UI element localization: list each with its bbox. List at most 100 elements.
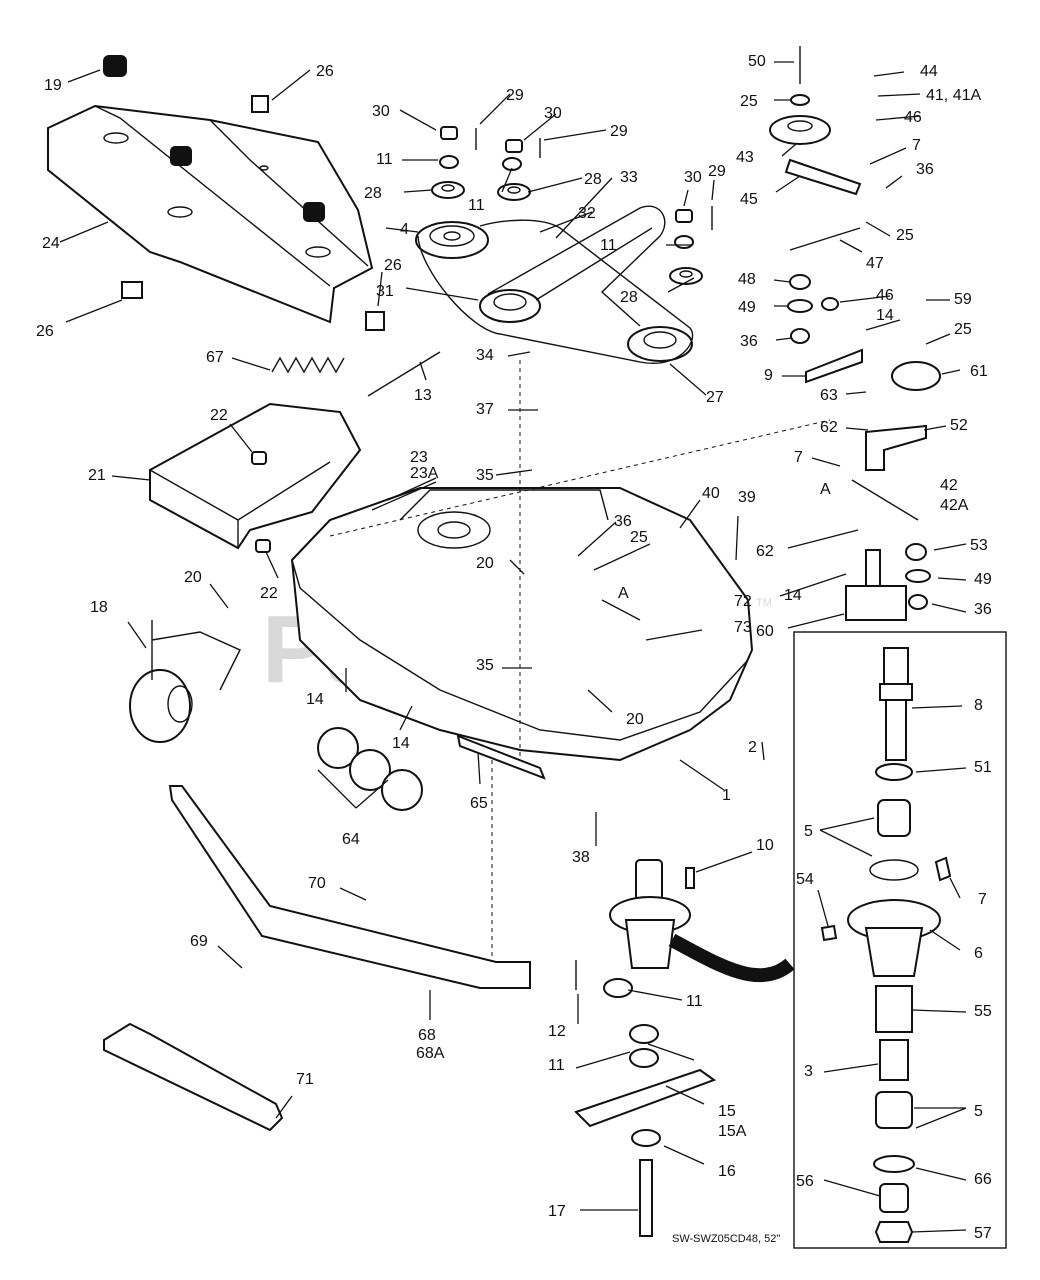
callout: 36 (740, 333, 758, 350)
wing-nut-26-right (365, 311, 385, 331)
callout: 7 (912, 137, 921, 154)
callout: 70 (308, 875, 326, 892)
callout: 54 (796, 871, 814, 888)
arm-45 (784, 158, 862, 196)
callout: 36 (916, 161, 934, 178)
weight-64 (349, 749, 391, 791)
callout: 59 (954, 291, 972, 308)
callout: 50 (748, 53, 766, 70)
knob-icon (303, 202, 325, 222)
spacer-11 (674, 235, 694, 249)
caster-wheel (129, 620, 241, 743)
hub-56 (879, 1183, 909, 1213)
callout: 68 (418, 1027, 436, 1044)
bearing-5-lower (875, 1091, 913, 1129)
callout: 25 (740, 93, 758, 110)
callout: 29 (506, 87, 524, 104)
sleeve-55 (875, 985, 913, 1033)
callout: 23 (410, 449, 428, 466)
washer-49 (787, 299, 813, 313)
bolts-29 (475, 128, 713, 230)
fitting-7-icon (934, 856, 952, 882)
callout: 11 (548, 1057, 565, 1074)
callout: 35 (476, 657, 494, 674)
spacer-11-lower (629, 1024, 659, 1044)
callout: 45 (740, 191, 758, 208)
callout: 61 (970, 363, 988, 380)
washer-25 (790, 94, 810, 106)
callout: 9 (764, 367, 773, 384)
callout: 11 (686, 993, 703, 1010)
bolt-54-icon (820, 924, 838, 942)
callout: 29 (708, 163, 726, 180)
rod-47 (789, 227, 861, 251)
callout: 39 (738, 489, 756, 506)
nut-22 (251, 451, 267, 465)
callout: 28 (620, 289, 638, 306)
section-marker-a: A (618, 585, 629, 602)
callout: 11 (600, 237, 617, 254)
callout-labels: 1 2 3 4 5 5 6 7 7 7 8 9 10 11 11 11 11 1… (36, 53, 992, 1242)
callout: 56 (796, 1173, 814, 1190)
bracket-21 (149, 402, 362, 550)
callout: 27 (706, 389, 724, 406)
callout: 43 (736, 149, 754, 166)
callout: 11 (468, 197, 485, 214)
callout: 49 (738, 299, 756, 316)
callout: 51 (974, 759, 992, 776)
callout: 2 (748, 739, 757, 756)
spacer-53 (905, 543, 927, 561)
callout: 25 (954, 321, 972, 338)
knob-19-icon (103, 55, 127, 77)
callout: 55 (974, 1003, 992, 1020)
callout: 36 (614, 513, 632, 530)
spindle-shaft-8 (879, 647, 913, 761)
callout: 63 (820, 387, 838, 404)
callout: 14 (306, 691, 324, 708)
callout: 10 (756, 837, 774, 854)
pulley-61 (891, 361, 941, 391)
nut-30 (505, 139, 523, 153)
callout: 12 (548, 1023, 566, 1040)
spacer-48 (789, 274, 811, 290)
weight-64 (317, 727, 359, 769)
callout: 20 (476, 555, 494, 572)
callout: 67 (206, 349, 224, 366)
drawing-code: SW-SWZ05CD48, 52" (672, 1233, 780, 1245)
nut-36-lower (908, 594, 928, 610)
callout: 49 (974, 571, 992, 588)
pin-65 (456, 734, 546, 780)
callout: 60 (756, 623, 774, 640)
snap-ring-5 (869, 859, 919, 881)
callout: 64 (342, 831, 360, 848)
callout: 34 (476, 347, 494, 364)
callout: 7 (794, 449, 803, 466)
leader-lines (59, 61, 967, 1233)
callout: 21 (88, 467, 106, 484)
callout: 16 (718, 1163, 736, 1180)
mower-deck (290, 487, 754, 762)
callout: 6 (974, 945, 983, 962)
callout: 30 (684, 169, 702, 186)
callout: 15A (718, 1123, 747, 1140)
callout: 5 (974, 1103, 983, 1120)
callout: 14 (392, 735, 410, 752)
nut-22 (255, 539, 271, 553)
spacer-11-lower (603, 978, 633, 998)
callout: 22 (260, 585, 278, 602)
rod-13 (367, 351, 441, 397)
wing-nut-26-top (251, 95, 269, 113)
callout: 48 (738, 271, 756, 288)
callout: 4 (400, 221, 409, 238)
callout: 32 (578, 205, 596, 222)
callout: 20 (626, 711, 644, 728)
nut-36 (790, 328, 810, 344)
callout: 1 (722, 787, 731, 804)
shaft-60 (865, 549, 881, 587)
idler-28-right (669, 267, 703, 285)
seal-66 (873, 1155, 915, 1173)
washer-16 (631, 1129, 661, 1147)
pulley-4 (415, 221, 489, 259)
callout: 3 (804, 1063, 813, 1080)
callout: 33 (620, 169, 638, 186)
